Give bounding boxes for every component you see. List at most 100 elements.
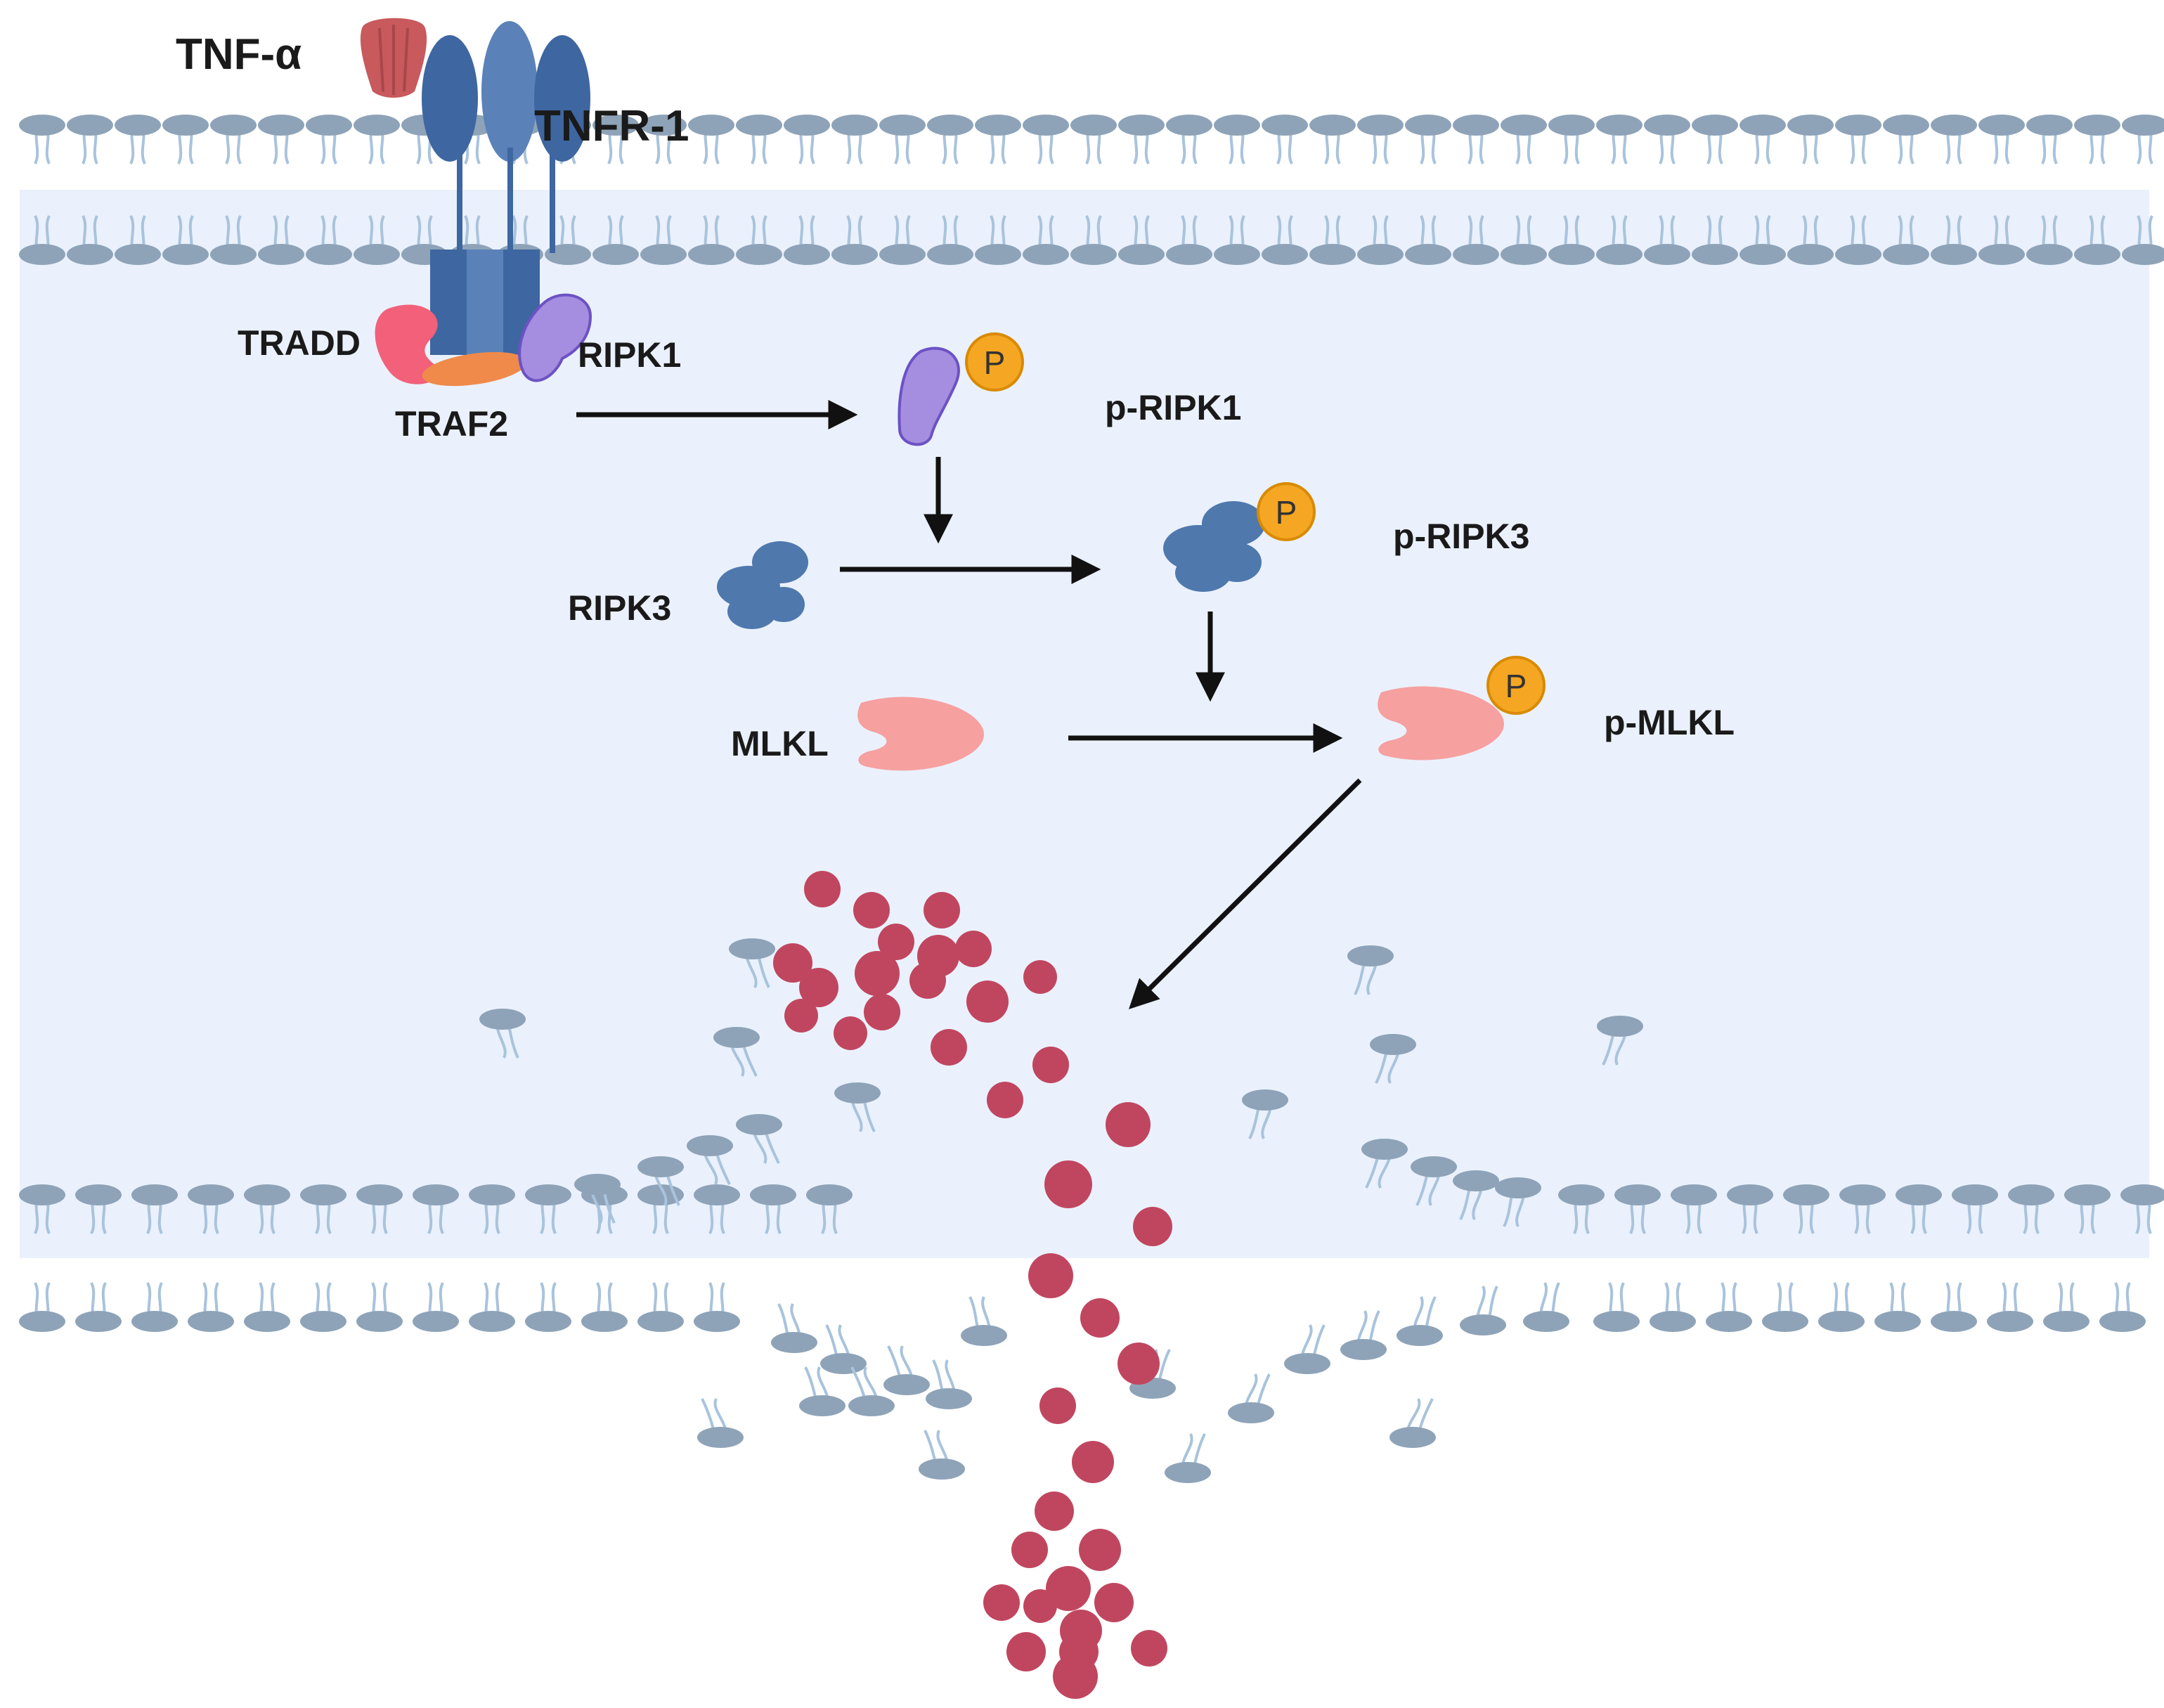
lipid-molecule — [1596, 215, 1643, 265]
released-particle — [1032, 1047, 1069, 1083]
lipid-molecule — [413, 1282, 459, 1332]
lipid-molecule — [961, 1296, 1007, 1346]
lipid-molecule — [1762, 1282, 1808, 1332]
lipid-molecule — [469, 1184, 515, 1234]
lipid-molecule — [1548, 215, 1595, 265]
lipid-molecule — [162, 215, 209, 265]
lipid-molecule — [1931, 215, 1977, 265]
lipid-molecule — [300, 1184, 346, 1234]
lipid-molecule — [1523, 1282, 1569, 1332]
lipid-molecule — [1118, 215, 1165, 265]
lipid-molecule — [1370, 1034, 1416, 1084]
lipid-molecule — [1596, 115, 1643, 164]
lipid-molecule — [2099, 1282, 2146, 1332]
lipid-molecule — [729, 938, 775, 988]
lipid-molecule — [1166, 215, 1212, 265]
lipid-molecule — [1460, 1286, 1506, 1335]
lipid-molecule — [1987, 1282, 2033, 1332]
released-particle — [1117, 1343, 1160, 1385]
released-particle — [1035, 1492, 1074, 1531]
lipid-molecule — [1650, 1282, 1696, 1332]
lipid-molecule — [640, 115, 687, 164]
tradd-label: TRADD — [238, 323, 361, 363]
mlkl-protein — [857, 697, 984, 771]
lipid-molecule — [1118, 115, 1165, 164]
lipid-molecule — [1242, 1089, 1288, 1139]
ripk3-protein — [717, 541, 808, 629]
ripk3-label: RIPK3 — [568, 588, 671, 628]
lipid-molecule — [115, 215, 161, 265]
lipid-molecule — [975, 215, 1021, 265]
lipid-molecule — [688, 215, 734, 265]
lipid-molecule — [1978, 115, 2025, 164]
lipid-molecule — [354, 115, 400, 164]
tnf-alpha-ligand — [360, 18, 427, 98]
phospho-tag-ripk3: P — [1257, 482, 1316, 541]
released-particle — [1094, 1583, 1134, 1622]
lipid-molecule — [806, 1184, 853, 1234]
lipid-molecule — [820, 1324, 867, 1374]
released-particle — [1039, 1387, 1076, 1424]
phospho-label: P — [1505, 668, 1527, 704]
released-particle — [855, 951, 900, 996]
tnfr1-receptor — [422, 21, 590, 355]
tnf-alpha-label: TNF-α — [176, 30, 302, 79]
lipid-molecule — [1214, 215, 1260, 265]
p-ripk3-label: p-RIPK3 — [1393, 517, 1529, 556]
lipid-molecule — [210, 215, 257, 265]
top-cell-membrane — [19, 115, 2164, 265]
lipid-molecule — [1671, 1184, 1717, 1234]
lipid-molecule — [1357, 115, 1404, 164]
released-particle — [1046, 1566, 1091, 1611]
lipid-molecule — [784, 215, 830, 265]
lipid-molecule — [1835, 115, 1881, 164]
lipid-molecule — [1644, 115, 1690, 164]
released-particle — [864, 994, 900, 1030]
lipid-molecule — [19, 1282, 65, 1332]
released-particle — [878, 924, 914, 960]
lipid-molecule — [694, 1282, 740, 1332]
lipid-molecule — [1931, 115, 1977, 164]
lipid-molecule — [479, 1009, 526, 1059]
lipid-molecule — [115, 115, 161, 164]
lipid-molecule — [926, 1359, 972, 1409]
lipid-molecule — [927, 215, 973, 265]
phospho-tag-mlkl: P — [1486, 656, 1546, 715]
lipid-molecule — [1070, 215, 1117, 265]
released-particle — [1133, 1207, 1172, 1246]
lipid-molecule — [244, 1282, 290, 1332]
lipid-molecule — [2122, 115, 2164, 164]
lipid-molecule — [1501, 115, 1547, 164]
lipid-molecule — [1839, 1184, 1886, 1234]
lipid-molecule — [75, 1184, 122, 1234]
lipid-molecule — [1706, 1282, 1752, 1332]
lipid-molecule — [831, 215, 878, 265]
lipid-molecule — [592, 115, 639, 164]
lipid-molecule — [637, 1156, 684, 1206]
released-particle — [804, 871, 841, 907]
lipid-molecule — [1952, 1184, 1998, 1234]
lipid-molecule — [834, 1082, 881, 1132]
lipid-molecule — [831, 115, 878, 164]
lipid-molecule — [300, 1282, 346, 1332]
released-particle — [1023, 960, 1057, 994]
lipid-molecule — [574, 1174, 621, 1224]
mlkl-label: MLKL — [731, 724, 829, 763]
lipid-molecule — [581, 1282, 628, 1332]
released-particle — [799, 968, 838, 1007]
released-particle — [1131, 1630, 1167, 1667]
lipid-molecule — [637, 1282, 684, 1332]
released-particle — [834, 1016, 867, 1050]
lipid-molecule — [131, 1282, 178, 1332]
released-particle — [983, 1584, 1020, 1621]
released-particle — [1080, 1298, 1120, 1338]
lipid-molecule — [19, 115, 65, 164]
released-particle — [1053, 1654, 1098, 1699]
lipid-molecule — [879, 115, 926, 164]
bottom-ruptured-membrane — [19, 1114, 2164, 1395]
released-particle — [1006, 1632, 1046, 1671]
phospho-label: P — [984, 344, 1006, 381]
lipid-molecule — [1783, 1184, 1829, 1234]
lipid-molecule — [1787, 115, 1834, 164]
lipid-molecule — [927, 115, 973, 164]
